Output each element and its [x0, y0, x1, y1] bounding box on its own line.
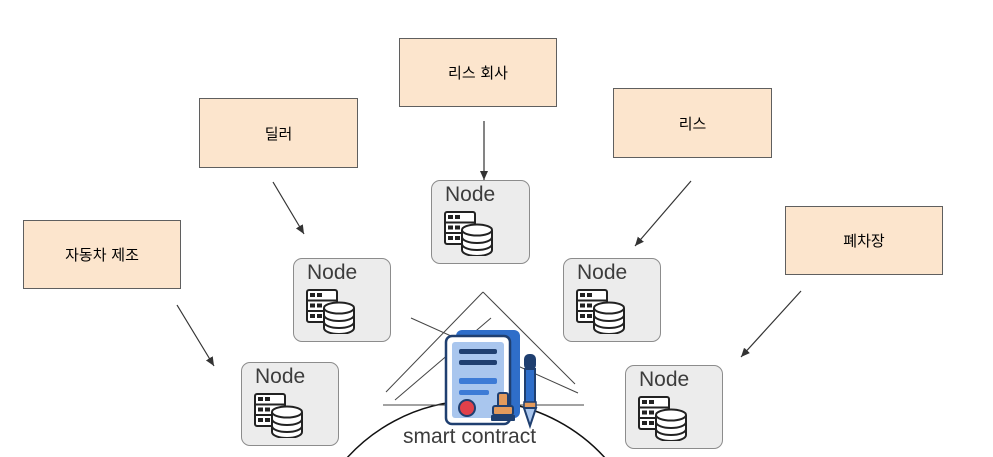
- node-top: Node: [431, 180, 530, 264]
- participant-label: 폐차장: [843, 232, 885, 250]
- server-database-icon: [306, 289, 355, 334]
- node-lower-left: Node: [241, 362, 339, 446]
- participant-dealer: 딜러: [199, 98, 358, 168]
- participant-lease-company: 리스 회사: [399, 38, 557, 107]
- server-database-icon: [444, 211, 493, 256]
- participant-label: 자동차 제조: [65, 246, 139, 264]
- arrow-dealer: [272, 181, 305, 235]
- participant-lease: 리스: [613, 88, 772, 158]
- contract-label: smart contract: [403, 425, 537, 448]
- node-label: Node: [307, 261, 358, 284]
- server-database-icon: [576, 289, 625, 334]
- fountain-pen-icon: [522, 354, 538, 430]
- participant-label: 리스 회사: [448, 64, 508, 82]
- participant-label: 딜러: [264, 124, 293, 143]
- node-upper-right: Node: [563, 258, 661, 342]
- arrow-manufacturer: [176, 304, 215, 367]
- participant-scrapyard: 폐차장: [785, 206, 943, 275]
- server-database-icon: [638, 396, 687, 441]
- arrow-lease: [634, 180, 692, 247]
- arrows: [176, 121, 802, 367]
- node-label: Node: [255, 365, 306, 388]
- stamp-icon: [491, 392, 515, 421]
- seal-icon: [458, 399, 476, 417]
- node-label: Node: [639, 368, 690, 391]
- node-upper-left: Node: [293, 258, 391, 342]
- node-lower-right: Node: [625, 365, 723, 449]
- server-database-icon: [254, 393, 303, 438]
- participant-manufacturer: 자동차 제조: [23, 220, 181, 289]
- arrow-scrapyard: [740, 290, 802, 358]
- participant-label: 리스: [678, 114, 707, 133]
- node-label: Node: [577, 261, 628, 284]
- node-label: Node: [445, 183, 496, 206]
